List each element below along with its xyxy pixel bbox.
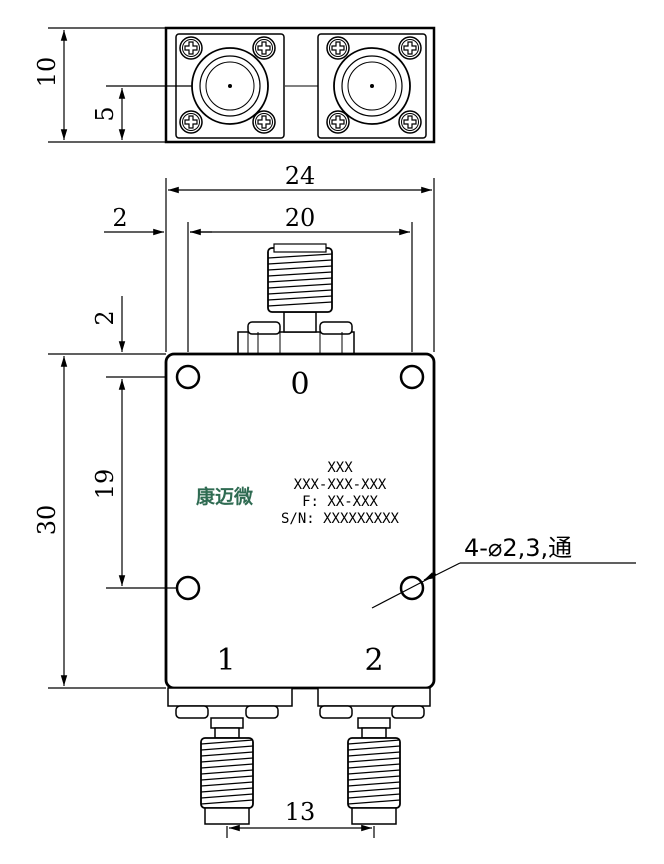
dim-top-height-label: 10 bbox=[33, 57, 61, 88]
dim-side-offset-label: 2 bbox=[112, 204, 127, 232]
brand-logo: 康迈微 bbox=[196, 485, 254, 508]
dim-top-offset-label: 2 bbox=[91, 310, 119, 325]
port-label-output-1: 1 bbox=[216, 643, 235, 678]
hole-callout-leader bbox=[371, 562, 636, 609]
connector-face-left bbox=[191, 47, 269, 125]
dim-hole-spacing-width-label: 20 bbox=[285, 204, 316, 232]
dim-port-spacing bbox=[226, 824, 375, 838]
dim-body-height bbox=[48, 356, 166, 689]
output-connector-right bbox=[317, 687, 431, 825]
divider-body bbox=[164, 352, 436, 690]
mounting-hole bbox=[399, 575, 425, 601]
dim-overall-width-label: 24 bbox=[285, 162, 316, 190]
mounting-hole bbox=[175, 575, 201, 601]
mounting-hole bbox=[399, 364, 425, 390]
label-line-2: XXX-XXX-XXX bbox=[294, 477, 387, 493]
dim-top-center bbox=[106, 85, 192, 140]
mounting-hole bbox=[175, 364, 201, 390]
port-label-input: 0 bbox=[290, 367, 309, 402]
output-connector-left bbox=[167, 687, 293, 825]
top-view bbox=[164, 26, 436, 144]
dim-top-offset bbox=[48, 296, 184, 378]
label-line-3: F: XX-XXX bbox=[302, 494, 378, 510]
dim-port-spacing-label: 13 bbox=[285, 798, 316, 826]
port-label-output-2: 2 bbox=[364, 643, 383, 678]
dim-hole-spacing-height-label: 19 bbox=[91, 469, 119, 500]
label-line-4: S/N: XXXXXXXXX bbox=[281, 511, 400, 527]
dim-hole-spacing-width bbox=[187, 222, 413, 352]
connector-face-right bbox=[333, 47, 411, 125]
hole-callout-label: 4-⌀2,3,通 bbox=[464, 534, 572, 562]
dim-top-center-label: 5 bbox=[91, 106, 119, 121]
label-line-1: XXX bbox=[327, 460, 353, 476]
dim-body-height-label: 30 bbox=[33, 505, 61, 536]
dim-top-height bbox=[48, 27, 166, 143]
mounting-holes bbox=[175, 364, 425, 601]
dim-hole-spacing-height bbox=[106, 379, 176, 589]
input-connector bbox=[237, 243, 355, 355]
dim-overall-width bbox=[165, 178, 435, 352]
